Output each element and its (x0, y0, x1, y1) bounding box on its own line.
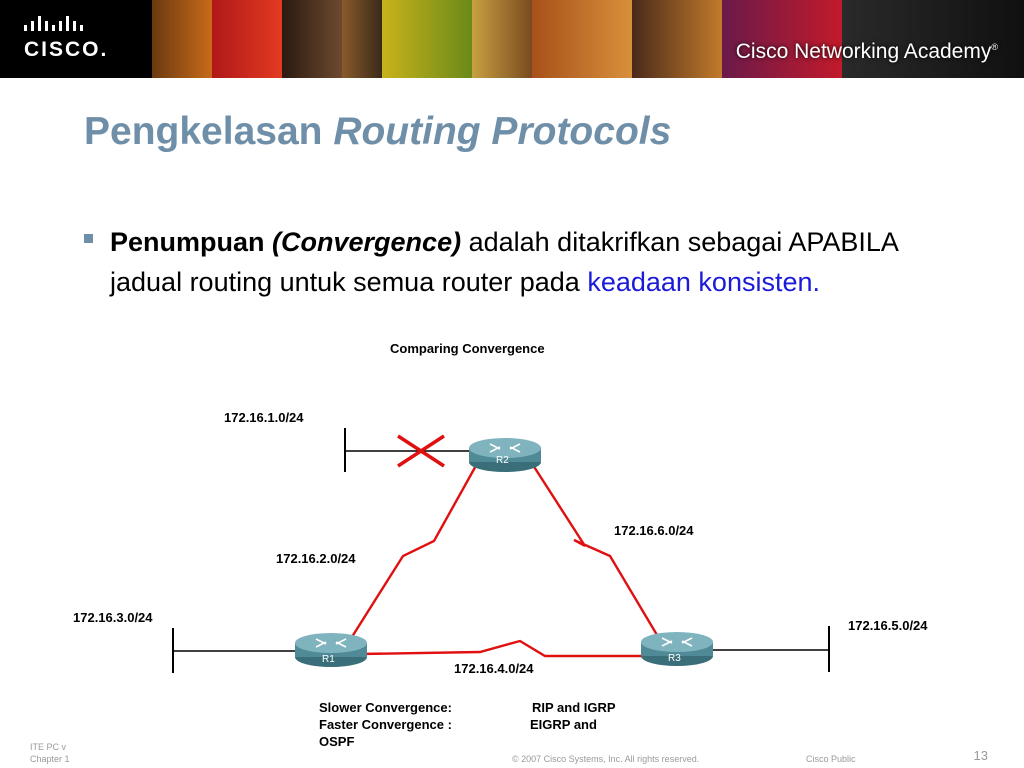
serial-link-r1-r2 (348, 461, 480, 641)
footer-course: ITE PC v (30, 742, 67, 752)
legend-slower-label: Slower Convergence: (319, 700, 452, 715)
header-photo (532, 0, 632, 78)
router-r1: R1 (295, 633, 367, 667)
title-plain: Pengkelasan (84, 110, 323, 153)
router-r2-label: R2 (496, 455, 509, 466)
page-title: Pengkelasan Routing Protocols (84, 110, 671, 154)
title-italic: Routing Protocols (333, 110, 672, 153)
network-label-4: 172.16.4.0/24 (454, 661, 534, 676)
bullet-square-icon (84, 234, 93, 243)
header-photo (212, 0, 282, 78)
network-label-2: 172.16.2.0/24 (276, 551, 356, 566)
header-photo (842, 0, 1024, 78)
footer-classification: Cisco Public (806, 754, 856, 764)
bullet-bold: Penumpuan (110, 227, 265, 257)
header-photo (152, 0, 212, 78)
legend-slower-value: RIP and IGRP (532, 700, 616, 715)
router-r3-label: R3 (668, 653, 681, 664)
router-r1-label: R1 (322, 654, 335, 665)
cisco-bars-icon (24, 16, 83, 31)
bullet-text: Penumpuan (Convergence) adalah ditakrifk… (110, 222, 930, 302)
footer-chapter: Chapter 1 (30, 754, 70, 764)
cisco-logo: CISCO. (0, 0, 152, 78)
network-label-3: 172.16.3.0/24 (73, 610, 153, 625)
cisco-logo-text: CISCO. (24, 38, 109, 61)
header-photo (382, 0, 472, 78)
network-label-6: 172.16.6.0/24 (614, 523, 694, 538)
header-photo (722, 0, 842, 78)
legend-faster-value: EIGRP and (530, 717, 597, 732)
footer-copyright: © 2007 Cisco Systems, Inc. All rights re… (512, 754, 700, 764)
header-photo-strip (152, 0, 1024, 78)
header-photo (342, 0, 382, 78)
header-photo (632, 0, 722, 78)
header-banner: CISCO. Cisco Networking Academy® (0, 0, 1024, 78)
bullet-body: adalah ditakrifkan sebagai APABILA jadua… (110, 227, 898, 297)
header-photo (282, 0, 342, 78)
legend-faster-value-cont: OSPF (319, 734, 354, 749)
serial-link-r1-r3 (359, 639, 650, 658)
diagram-title: Comparing Convergence (390, 341, 545, 356)
network-label-5: 172.16.5.0/24 (848, 618, 928, 633)
bullet-highlight: keadaan konsisten. (587, 267, 820, 297)
registered-mark: ® (991, 42, 998, 52)
network-label-1: 172.16.1.0/24 (224, 410, 304, 425)
page-number: 13 (973, 748, 988, 763)
router-r3: R3 (641, 632, 713, 666)
bullet-bold-italic: (Convergence) (272, 227, 462, 257)
router-r2: R2 (469, 438, 541, 472)
convergence-diagram: Comparing Convergence R2 R1 (73, 341, 928, 749)
header-photo (472, 0, 532, 78)
serial-link-r2-r3 (529, 461, 662, 641)
legend-faster-label: Faster Convergence : (319, 717, 452, 732)
academy-label: Cisco Networking Academy® (735, 40, 998, 63)
link-failure-icon (397, 434, 445, 468)
